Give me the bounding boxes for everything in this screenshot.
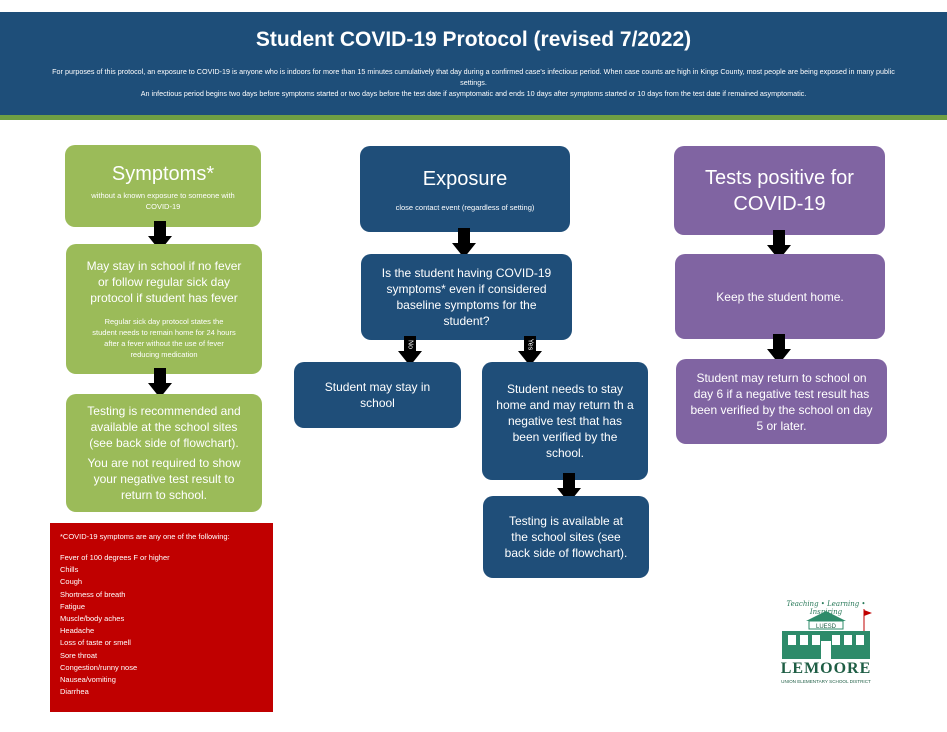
testing-recommended-text: Testing is recommended and available at … xyxy=(87,404,241,450)
lemoore-logo: Teaching • Learning • Inspiring LUESD LE… xyxy=(770,600,882,688)
keep-home-box: Keep the student home. xyxy=(675,254,885,339)
yes-result-text: Student needs to stay home and may retur… xyxy=(496,382,634,460)
symptoms-stay-box: May stay in school if no fever or follow… xyxy=(66,244,262,374)
symptom-list-box: *COVID-19 symptoms are any one of the fo… xyxy=(50,523,273,712)
keep-home-text: Keep the student home. xyxy=(716,289,844,304)
symptom-item: Cough xyxy=(60,577,83,587)
logo-name: LEMOORE xyxy=(780,660,872,677)
symptom-item: Loss of taste or smell xyxy=(60,638,131,648)
down-arrow-icon xyxy=(767,334,791,364)
down-arrow-icon xyxy=(452,228,476,258)
symptom-item: Sore throat xyxy=(60,650,98,660)
no-label: No xyxy=(406,340,414,349)
intro-line-2: An infectious period begins two days bef… xyxy=(140,89,807,98)
positive-title: Tests positive for COVID-19 xyxy=(705,166,854,215)
symptoms-testing-box: Testing is recommended and available at … xyxy=(66,394,262,512)
symptom-item: Fatigue xyxy=(60,601,86,611)
symptom-list-title: *COVID-19 symptoms are any one of the fo… xyxy=(60,532,230,541)
yes-label: Yes xyxy=(526,338,534,351)
symptom-item: Chills xyxy=(60,565,79,575)
intro-line-1: For purposes of this protocol, an exposu… xyxy=(52,67,895,87)
exposure-title: Exposure xyxy=(422,167,508,190)
symptom-item: Nausea/vomiting xyxy=(60,675,116,685)
page-title: Student COVID-19 Protocol (revised 7/202… xyxy=(255,28,692,51)
building-label: LUESD xyxy=(816,624,837,630)
symptom-item: Congestion/runny nose xyxy=(60,662,138,672)
exposure-subtitle: close contact event (regardless of setti… xyxy=(395,202,535,212)
down-arrow-icon xyxy=(557,473,581,503)
symptom-item: Shortness of breath xyxy=(60,589,126,599)
down-arrow-icon xyxy=(767,230,791,260)
symptom-item: Headache xyxy=(60,626,95,636)
symptom-item: Muscle/body aches xyxy=(60,614,125,624)
down-arrow-yes-icon xyxy=(518,336,542,366)
exposure-question-box: Is the student having COVID-19 symptoms*… xyxy=(361,254,572,340)
return-day6-box: Student may return to school on day 6 if… xyxy=(676,359,887,444)
exposure-question: Is the student having COVID-19 symptoms*… xyxy=(381,266,552,328)
down-arrow-icon xyxy=(148,221,172,251)
symptoms-subtitle: without a known exposure to someone with… xyxy=(91,190,235,211)
exposure-testing-text: Testing is available at the school sites… xyxy=(504,514,628,560)
symptom-list: Fever of 100 degrees F or higher Chills … xyxy=(60,552,263,698)
symptom-item: Fever of 100 degrees F or higher xyxy=(60,553,170,562)
positive-box: Tests positive for COVID-19 xyxy=(674,146,885,235)
exposure-testing-box: Testing is available at the school sites… xyxy=(483,496,649,578)
return-day6-text: Student may return to school on day 6 if… xyxy=(690,370,873,433)
symptom-item: Diarrhea xyxy=(60,687,89,697)
sick-day-note: Regular sick day protocol states the stu… xyxy=(92,317,236,359)
down-arrow-icon xyxy=(148,368,172,398)
symptoms-title: Symptoms* xyxy=(111,162,215,185)
symptoms-stay-text: May stay in school if no fever or follow… xyxy=(86,259,242,305)
down-arrow-no-icon xyxy=(398,336,422,366)
exposure-box: Exposure close contact event (regardless… xyxy=(360,146,570,232)
yes-result-box: Student needs to stay home and may retur… xyxy=(482,362,648,480)
no-result-text: Student may stay in school xyxy=(324,380,431,410)
intro-text: For purposes of this protocol, an exposu… xyxy=(50,66,897,99)
logo-subname: UNION ELEMENTARY SCHOOL DISTRICT xyxy=(781,679,871,684)
school-building-icon: LUESD xyxy=(782,609,872,659)
header-banner xyxy=(0,12,947,115)
no-result-box: Student may stay in school xyxy=(294,362,461,428)
symptoms-box: Symptoms* without a known exposure to so… xyxy=(65,145,261,227)
not-required-text: You are not required to show your negati… xyxy=(87,456,241,502)
header-divider xyxy=(0,115,947,120)
